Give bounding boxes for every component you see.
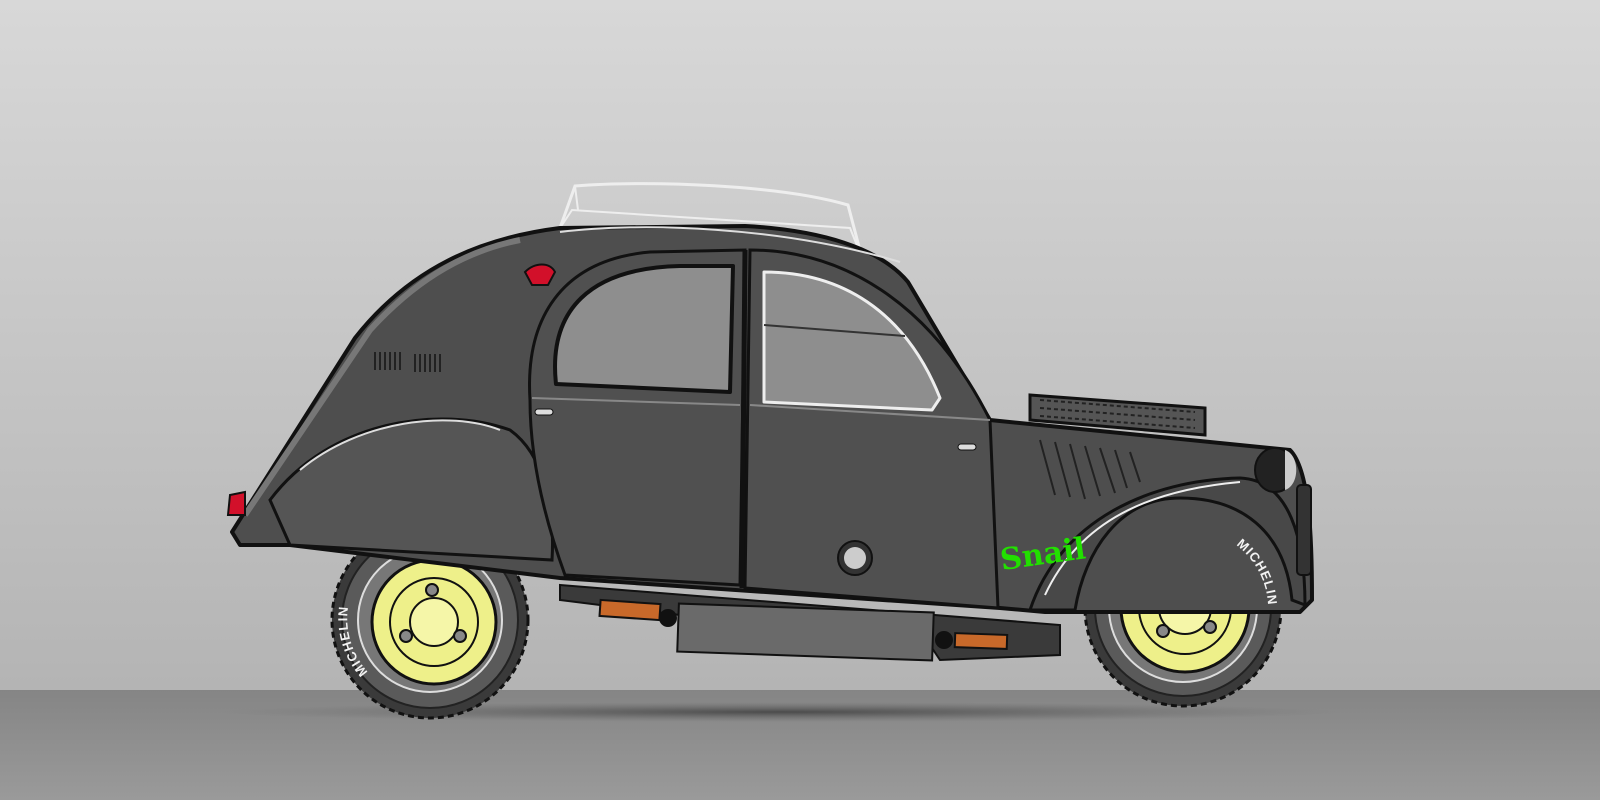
front-window xyxy=(762,270,942,412)
indicator-light-front xyxy=(953,632,1009,650)
front-door-handle[interactable] xyxy=(957,443,977,451)
rear-window xyxy=(553,264,735,394)
car-shadow xyxy=(220,702,1340,722)
roof-rack xyxy=(558,182,864,259)
roof-indicator xyxy=(523,263,557,286)
bonnet-ribs xyxy=(1039,439,1141,500)
front-bumper xyxy=(1296,484,1312,576)
rear-door-handle[interactable] xyxy=(534,408,554,416)
chassis xyxy=(559,583,1061,662)
rear-vents xyxy=(374,352,441,372)
front-fender xyxy=(1027,476,1307,612)
indicator-light-rear xyxy=(598,598,662,622)
rear-wheel xyxy=(330,520,530,720)
tail-light xyxy=(226,490,246,516)
car-body: Snail xyxy=(226,224,1314,614)
